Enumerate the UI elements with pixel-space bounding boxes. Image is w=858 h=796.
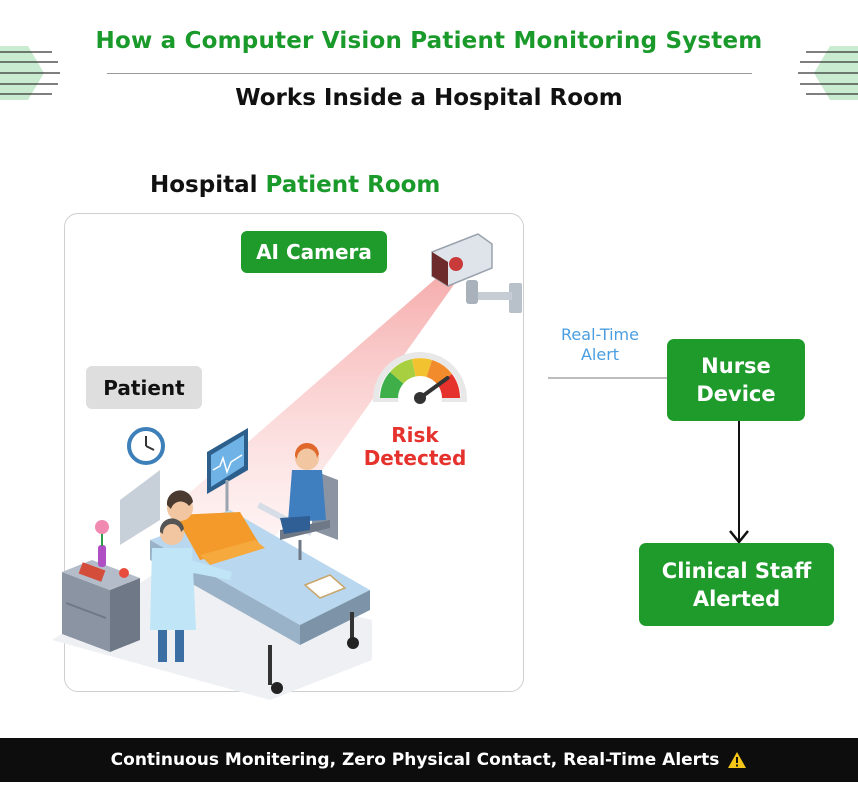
ai-camera-label: AI Camera <box>241 231 387 273</box>
patient-label: Patient <box>86 366 202 409</box>
room-title-part1: Hospital <box>150 172 266 198</box>
nurse-device-node: Nurse Device <box>667 339 805 421</box>
room-title: Hospital Patient Room <box>150 172 440 198</box>
heart-monitor-icon <box>207 428 248 520</box>
real-time-alert-label: Real-Time Alert <box>545 325 655 365</box>
risk-detected-label: Risk Detected <box>352 424 478 470</box>
camera-vision-beam <box>172 262 470 555</box>
visitor-figure-icon <box>280 442 338 560</box>
hexagon-lines-right-icon <box>798 46 858 100</box>
staff-line1: Clinical Staff <box>661 558 812 583</box>
alert-connector-line <box>548 377 668 379</box>
clinical-staff-node: Clinical Staff Alerted <box>639 543 834 626</box>
title-divider <box>107 73 752 74</box>
footer-text: Continuous Monitering, Zero Physical Con… <box>110 750 720 770</box>
page-title: How a Computer Vision Patient Monitoring… <box>95 28 763 54</box>
footer-banner: Continuous Monitering, Zero Physical Con… <box>0 738 858 782</box>
warning-icon <box>728 752 747 768</box>
alert-line1: Real-Time <box>561 325 639 344</box>
alert-line2: Alert <box>580 345 620 364</box>
page-subtitle: Works Inside a Hospital Room <box>235 85 623 111</box>
nurse-line1: Nurse <box>701 354 771 378</box>
risk-line2: Detected <box>363 446 467 470</box>
bedside-table-icon <box>62 520 140 652</box>
hexagon-lines-left-icon <box>0 46 60 100</box>
cctv-camera-icon <box>431 233 522 313</box>
staff-line2: Alerted <box>692 586 781 611</box>
room-title-part2: Patient Room <box>265 172 441 198</box>
risk-line1: Risk <box>391 423 439 447</box>
flow-arrow-down-icon <box>729 421 749 544</box>
wall-clock-icon <box>127 427 165 465</box>
patient-figure-icon <box>166 490 265 565</box>
risk-gauge-icon <box>372 352 468 420</box>
doctor-figure-icon <box>150 518 232 662</box>
nurse-line2: Device <box>696 382 776 406</box>
